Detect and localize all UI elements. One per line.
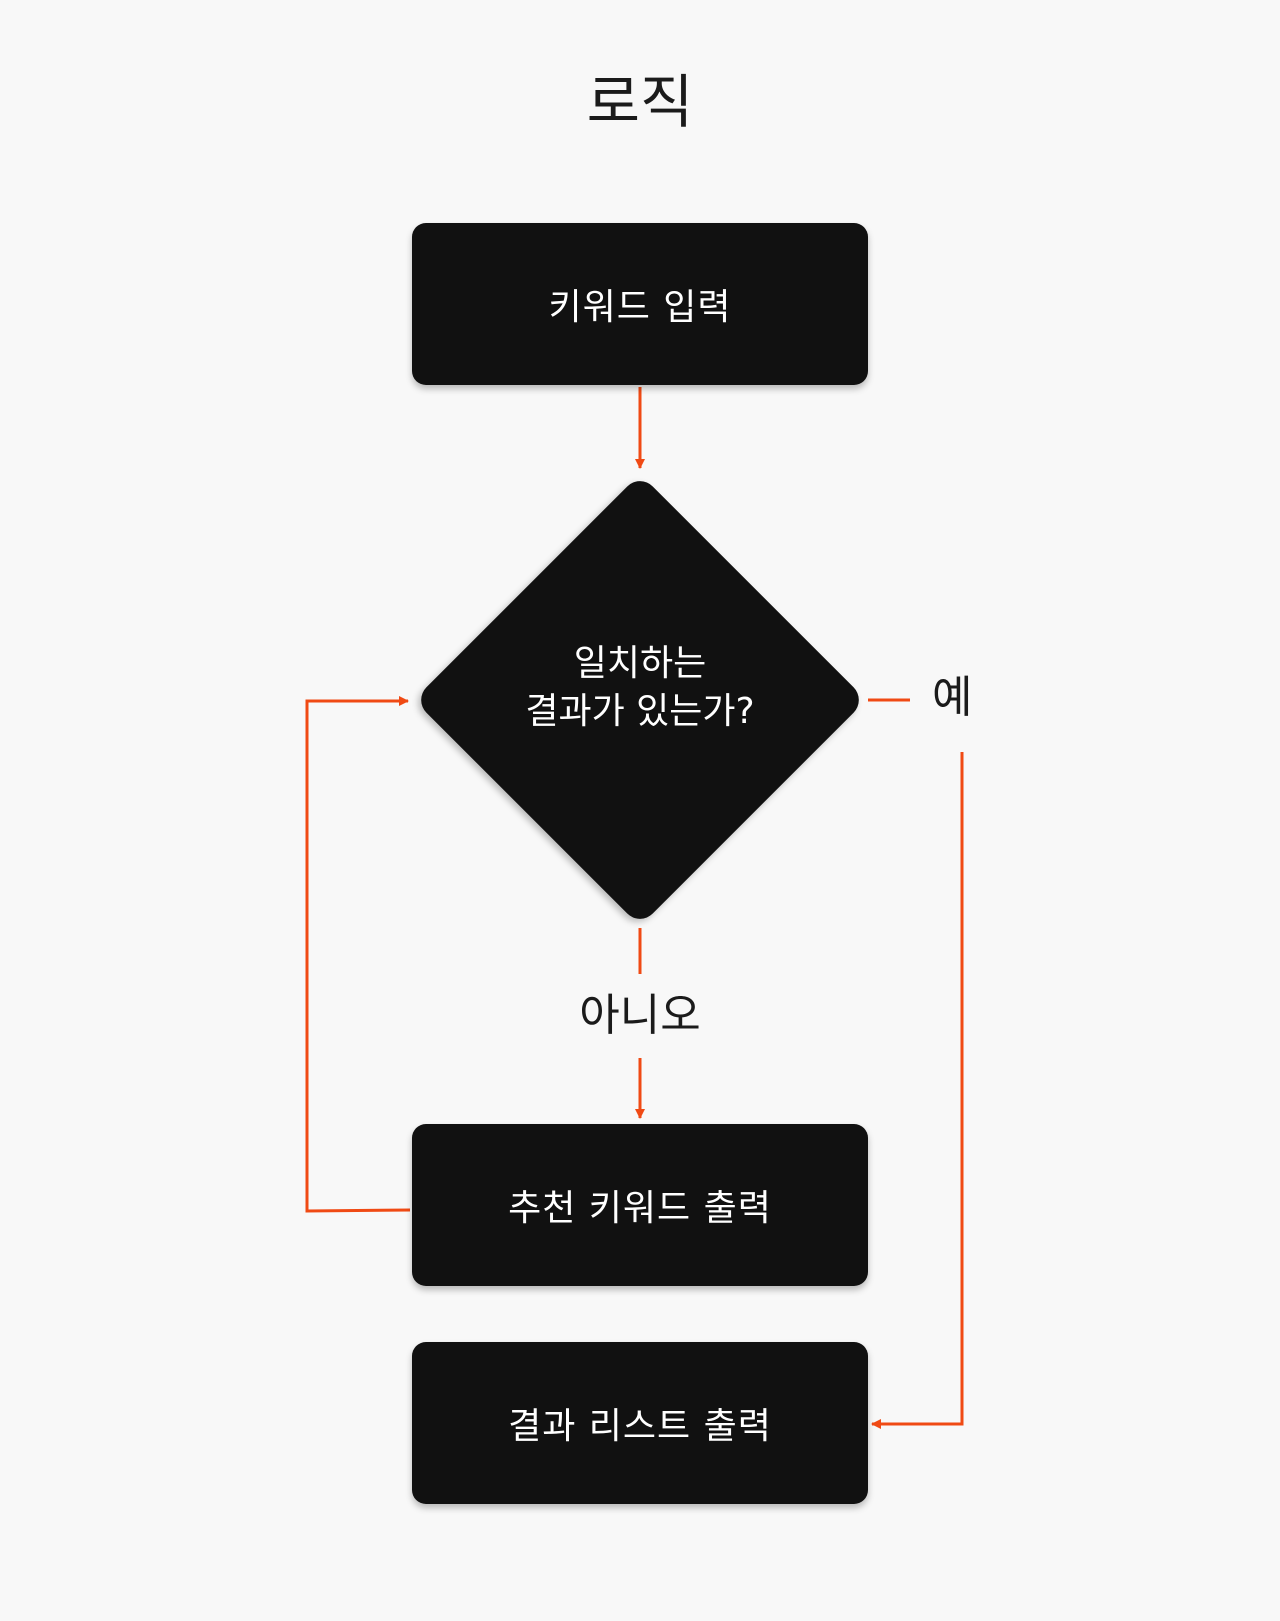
result-output-label: 결과 리스트 출력 [508, 1406, 772, 1447]
decision-line-1: 일치하는 [573, 643, 707, 684]
recommend-output-node: 추천 키워드 출력 [412, 1124, 868, 1286]
yes-label: 예 [932, 672, 973, 723]
keyword-input-label: 키워드 입력 [548, 287, 732, 328]
arrow-recommend-loop [305, 696, 411, 1213]
decision-line-2: 결과가 있는가? [525, 691, 755, 732]
diagram-title: 로직 [586, 68, 694, 136]
arrow-yes-to-result [871, 752, 964, 1429]
recommend-output-label: 추천 키워드 출력 [508, 1188, 772, 1229]
no-label: 아니오 [579, 990, 701, 1041]
decision-text: 일치하는 결과가 있는가? [440, 640, 840, 736]
keyword-input-node: 키워드 입력 [412, 223, 868, 385]
result-output-node: 결과 리스트 출력 [412, 1342, 868, 1504]
